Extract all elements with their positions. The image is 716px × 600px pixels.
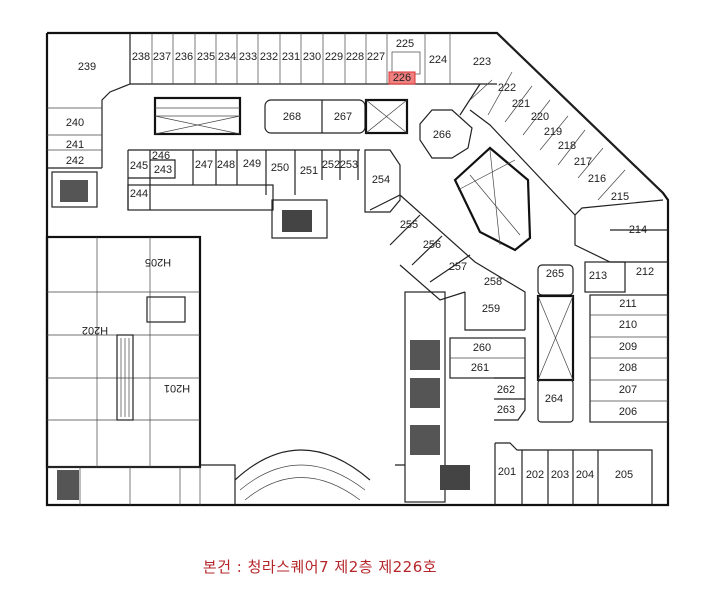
unit-label-219: 219	[544, 126, 562, 138]
unit-label-256: 256	[423, 239, 441, 251]
unit-label-226: 226	[393, 72, 411, 84]
unit-label-210: 210	[619, 319, 637, 331]
unit-label-248: 248	[217, 159, 235, 171]
unit-label-254: 254	[372, 174, 390, 186]
unit-label-220: 220	[531, 111, 549, 123]
unit-label-209: 209	[619, 341, 637, 353]
unit-label-265: 265	[546, 268, 564, 280]
unit-label-223: 223	[473, 56, 491, 68]
unit-label-h201: H201	[164, 382, 190, 394]
unit-label-206: 206	[619, 406, 637, 418]
unit-label-238: 238	[132, 51, 150, 63]
unit-label-215: 215	[611, 191, 629, 203]
unit-label-227: 227	[367, 51, 385, 63]
unit-label-214: 214	[629, 224, 647, 236]
unit-label-257: 257	[449, 261, 467, 273]
unit-label-262: 262	[497, 384, 515, 396]
unit-label-221: 221	[512, 98, 530, 110]
unit-label-213: 213	[589, 270, 607, 282]
right-block	[404, 264, 669, 505]
unit-label-217: 217	[574, 156, 592, 168]
unit-label-246: 246	[152, 150, 170, 162]
unit-label-261: 261	[471, 362, 489, 374]
unit-label-241: 241	[66, 139, 84, 151]
unit-label-232: 232	[260, 51, 278, 63]
unit-labels: 201 202 203 204 205 206 207 208 209 210 211 212 213 2…	[66, 38, 654, 481]
unit-label-222: 222	[498, 82, 516, 94]
unit-label-205: 205	[615, 469, 633, 481]
unit-label-233: 233	[239, 51, 257, 63]
highlighted-unit-226	[388, 71, 416, 85]
unit-label-211: 211	[619, 298, 637, 310]
unit-label-229: 229	[325, 51, 343, 63]
unit-label-253: 253	[340, 159, 358, 171]
unit-label-208: 208	[619, 362, 637, 374]
unit-label-224: 224	[429, 54, 447, 66]
unit-label-245: 245	[130, 160, 148, 172]
diagonal-shops	[450, 32, 668, 293]
unit-label-203: 203	[551, 469, 569, 481]
unit-label-236: 236	[175, 51, 193, 63]
unit-label-250: 250	[271, 162, 289, 174]
outer-walls	[45, 31, 670, 507]
unit-label-244: 244	[130, 188, 148, 200]
left-shops	[47, 107, 102, 208]
unit-label-242: 242	[66, 155, 84, 167]
unit-label-216: 216	[588, 173, 606, 185]
unit-label-h202: H202	[82, 324, 108, 336]
unit-label-252: 252	[322, 159, 340, 171]
unit-label-h205: H205	[145, 256, 171, 268]
unit-label-249: 249	[243, 158, 261, 170]
unit-label-207: 207	[619, 384, 637, 396]
unit-label-237: 237	[153, 51, 171, 63]
unit-label-239: 239	[78, 61, 96, 73]
unit-label-251: 251	[300, 165, 318, 177]
unit-label-212: 212	[636, 266, 654, 278]
property-caption: 본건 : 청라스퀘어7 제2층 제226호	[202, 558, 438, 576]
unit-label-266: 266	[433, 129, 451, 141]
bottom-entrance	[200, 449, 405, 505]
unit-label-218: 218	[558, 140, 576, 152]
unit-label-259: 259	[482, 303, 500, 315]
unit-label-267: 267	[334, 111, 352, 123]
left-block	[45, 235, 202, 505]
unit-label-202: 202	[526, 469, 544, 481]
unit-label-268: 268	[283, 111, 301, 123]
unit-label-235: 235	[197, 51, 215, 63]
unit-label-258: 258	[484, 276, 502, 288]
unit-label-234: 234	[218, 51, 236, 63]
unit-label-260: 260	[473, 342, 491, 354]
center-features	[153, 96, 473, 159]
lower-diagonal-shops	[369, 194, 526, 331]
unit-label-247: 247	[195, 159, 213, 171]
unit-label-230: 230	[303, 51, 321, 63]
unit-label-264: 264	[545, 393, 563, 405]
unit-label-240: 240	[66, 117, 84, 129]
unit-label-204: 204	[576, 469, 594, 481]
unit-label-201: 201	[498, 466, 516, 478]
unit-label-228: 228	[346, 51, 364, 63]
unit-label-231: 231	[282, 51, 300, 63]
unit-label-243: 243	[154, 164, 172, 176]
unit-label-263: 263	[497, 404, 515, 416]
middle-shop-row	[127, 149, 401, 239]
unit-label-255: 255	[400, 219, 418, 231]
unit-label-225: 225	[396, 38, 414, 50]
